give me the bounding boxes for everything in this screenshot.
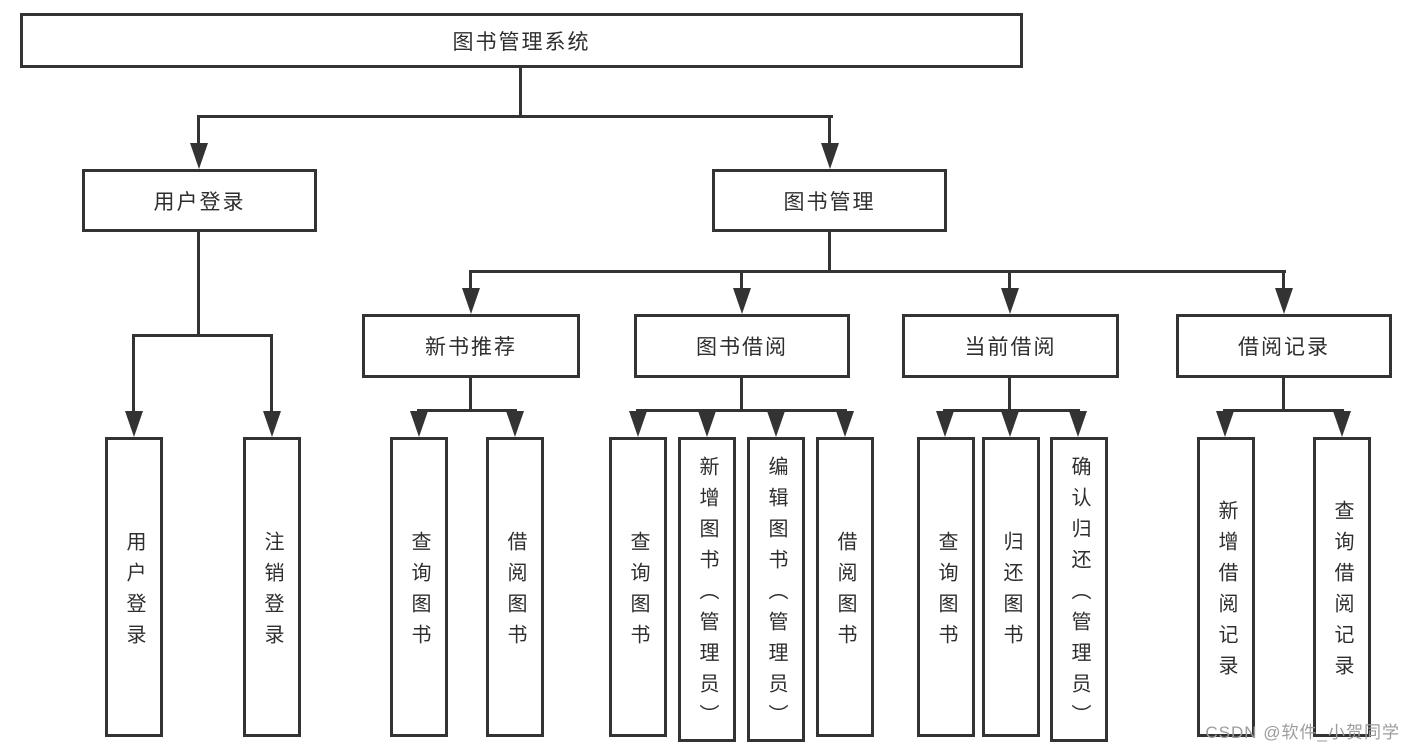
leaf-query-books-borrowing-label: 查询图书 xyxy=(627,530,649,655)
leaf-confirm-return-admin-label: 确认归还（管理员） xyxy=(1068,455,1090,735)
node-root: 图书管理系统 xyxy=(20,13,1023,68)
connector-borrowing-records-stem xyxy=(1282,378,1285,412)
watermark-text: CSDN @软件_小贺同学 xyxy=(1205,723,1400,742)
node-book-borrowing: 图书借阅 xyxy=(634,314,850,378)
arrow-to-edit-book xyxy=(767,411,785,437)
connector-current-borrowing-stem xyxy=(1008,378,1011,412)
connector-to-book-borrowing xyxy=(740,270,743,292)
arrow-to-borrow-books-2 xyxy=(836,411,854,437)
leaf-edit-book-admin: 编辑图书（管理员） xyxy=(747,437,805,742)
connector-to-leaf-user-login xyxy=(132,334,135,414)
connector-current-borrowing-bar xyxy=(943,409,1080,412)
arrow-to-add-borrow-record xyxy=(1216,411,1234,437)
arrow-to-return-book xyxy=(1001,411,1019,437)
leaf-add-book-admin: 新增图书（管理员） xyxy=(678,437,736,742)
node-user-login-label: 用户登录 xyxy=(153,190,246,214)
node-new-book-recommendation: 新书推荐 xyxy=(362,314,580,378)
node-book-management-label: 图书管理 xyxy=(783,190,876,214)
leaf-query-books-borrowing: 查询图书 xyxy=(609,437,667,737)
node-book-borrowing-label: 图书借阅 xyxy=(696,336,788,359)
connector-borrowing-records-bar xyxy=(1223,409,1344,412)
leaf-borrow-books-recommend: 借阅图书 xyxy=(486,437,544,737)
connector-root-stem xyxy=(519,68,522,118)
node-new-book-recommendation-label: 新书推荐 xyxy=(425,336,517,359)
connector-root-to-user-login xyxy=(197,115,200,149)
leaf-user-login-label: 用户登录 xyxy=(123,530,145,655)
leaf-logout-login: 注销登录 xyxy=(243,437,301,737)
connector-user-login-stem xyxy=(197,232,200,337)
arrow-to-query-books-3 xyxy=(936,411,954,437)
leaf-edit-book-admin-label: 编辑图书（管理员） xyxy=(765,455,787,735)
arrow-to-borrowing-records xyxy=(1275,288,1293,314)
arrow-to-borrow-books-1 xyxy=(506,411,524,437)
arrow-to-new-book xyxy=(462,288,480,314)
leaf-user-login: 用户登录 xyxy=(105,437,163,737)
connector-root-bar xyxy=(197,115,833,118)
leaf-borrow-books-borrowing-label: 借阅图书 xyxy=(834,530,856,655)
connector-to-leaf-logout xyxy=(270,334,273,414)
arrow-to-query-borrow-record xyxy=(1333,411,1351,437)
connector-new-book-stem xyxy=(469,378,472,412)
leaf-query-books-current-label: 查询图书 xyxy=(935,530,957,655)
leaf-query-borrow-record-label: 查询借阅记录 xyxy=(1331,499,1353,686)
arrow-to-query-books-1 xyxy=(410,411,428,437)
leaf-return-book-label: 归还图书 xyxy=(1000,530,1022,655)
connector-book-borrowing-stem xyxy=(740,378,743,412)
leaf-logout-login-label: 注销登录 xyxy=(261,530,283,655)
arrow-to-query-books-2 xyxy=(629,411,647,437)
connector-user-login-bar xyxy=(132,334,273,337)
connector-to-borrowing-records xyxy=(1282,270,1285,292)
arrow-to-user-login xyxy=(190,143,208,169)
leaf-borrow-books-borrowing: 借阅图书 xyxy=(816,437,874,737)
connector-root-to-book-management xyxy=(828,115,831,149)
node-current-borrowing: 当前借阅 xyxy=(902,314,1119,378)
leaf-query-books-recommend: 查询图书 xyxy=(390,437,448,737)
node-root-label: 图书管理系统 xyxy=(452,30,591,54)
arrow-to-book-management xyxy=(821,143,839,169)
connector-to-current-borrowing xyxy=(1008,270,1011,292)
leaf-add-borrow-record-label: 新增借阅记录 xyxy=(1215,499,1237,686)
arrow-to-book-borrowing xyxy=(733,288,751,314)
connector-to-new-book xyxy=(469,270,472,292)
leaf-query-books-recommend-label: 查询图书 xyxy=(408,530,430,655)
leaf-query-borrow-record: 查询借阅记录 xyxy=(1313,437,1371,737)
leaf-borrow-books-recommend-label: 借阅图书 xyxy=(504,530,526,655)
connector-book-borrowing-bar xyxy=(636,409,847,412)
arrow-to-leaf-logout xyxy=(263,411,281,437)
connector-new-book-bar xyxy=(417,409,517,412)
leaf-confirm-return-admin: 确认归还（管理员） xyxy=(1050,437,1108,742)
node-borrowing-records: 借阅记录 xyxy=(1176,314,1392,378)
arrow-to-leaf-user-login xyxy=(125,411,143,437)
arrow-to-current-borrowing xyxy=(1001,288,1019,314)
node-user-login: 用户登录 xyxy=(82,169,317,232)
leaf-add-borrow-record: 新增借阅记录 xyxy=(1197,437,1255,737)
leaf-return-book: 归还图书 xyxy=(982,437,1040,737)
node-current-borrowing-label: 当前借阅 xyxy=(964,336,1057,359)
arrow-to-confirm-return xyxy=(1069,411,1087,437)
arrow-to-add-book xyxy=(698,411,716,437)
connector-book-management-bar xyxy=(469,270,1286,273)
connector-book-management-stem xyxy=(828,232,831,273)
leaf-add-book-admin-label: 新增图书（管理员） xyxy=(696,455,718,735)
leaf-query-books-current: 查询图书 xyxy=(917,437,975,737)
node-book-management: 图书管理 xyxy=(712,169,947,232)
node-borrowing-records-label: 借阅记录 xyxy=(1238,336,1330,359)
